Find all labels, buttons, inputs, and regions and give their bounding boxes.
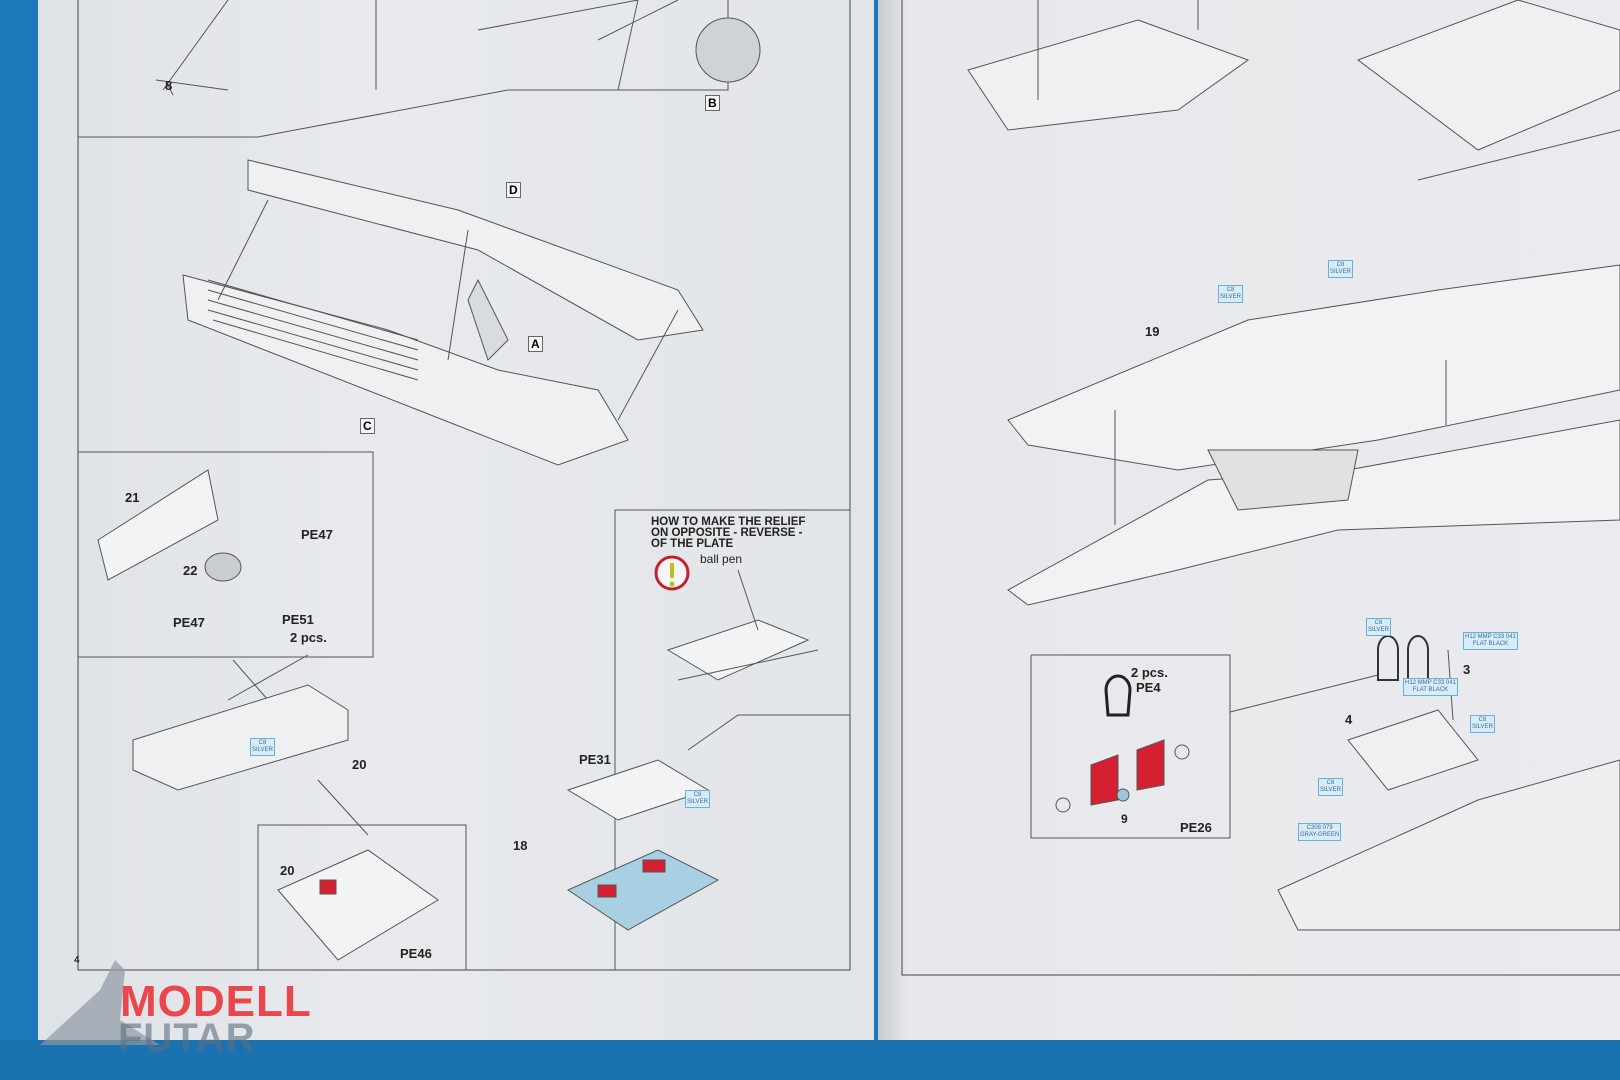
relief-note-line-2: ON OPPOSITE - REVERSE -: [651, 527, 803, 539]
part-pe31: PE31: [579, 752, 611, 767]
part-letter-a: A: [528, 336, 543, 352]
part-pe47-bottom: PE47: [173, 615, 205, 630]
part-letter-c: C: [360, 418, 375, 434]
relief-note-line-3: OF THE PLATE: [651, 538, 734, 550]
part-letter-b: B: [705, 95, 720, 111]
part-pe4-qty: 2 pcs.: [1131, 665, 1168, 680]
page-number: 4: [74, 955, 80, 966]
step-19-label: 19: [1145, 324, 1160, 339]
left-page: 8 B D A C 21 22 PE47 PE47 PE51 2 pcs. 20…: [38, 0, 874, 1040]
right-page-diagrams: [901, 0, 1620, 976]
step-4-label: 4: [1345, 712, 1353, 727]
step-18-label: 18: [513, 838, 528, 853]
left-page-diagrams: [77, 0, 851, 971]
watermark-futar: FUTAR: [118, 1016, 256, 1060]
step-8-label: 8: [165, 78, 173, 93]
watermark-plane-icon: [40, 960, 160, 1045]
step-21-label: 21: [125, 490, 140, 505]
relief-note-line-1: HOW TO MAKE THE RELIEF: [651, 516, 806, 528]
part-pe4: PE4: [1136, 680, 1161, 695]
part-pe26: PE26: [1180, 820, 1212, 835]
exclamation-circle-icon: [656, 557, 688, 589]
part-letter-d: D: [506, 182, 521, 198]
part-pe46: PE46: [400, 946, 432, 961]
step-9-label: 9: [1121, 812, 1128, 826]
watermark-modell: MODELL: [120, 977, 312, 1026]
relief-note-title: HOW TO MAKE THE RELIEF ON OPPOSITE - REV…: [651, 516, 806, 550]
part-pe51-qty: 2 pcs.: [290, 630, 327, 645]
part-pe47-top: PE47: [301, 527, 333, 542]
step-20-label: 20: [352, 757, 367, 772]
table-surface: [0, 1040, 1620, 1080]
step-22-label: 22: [183, 563, 198, 578]
step-20-detail-label: 20: [280, 863, 295, 878]
ball-pen-label: ball pen: [700, 552, 743, 566]
step-3-label: 3: [1463, 662, 1471, 677]
part-pe51: PE51: [282, 612, 314, 627]
